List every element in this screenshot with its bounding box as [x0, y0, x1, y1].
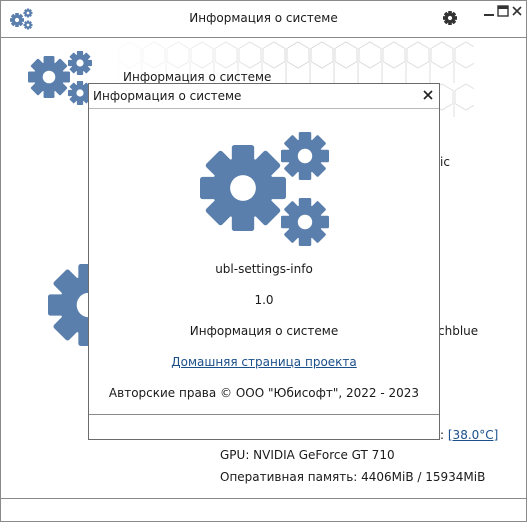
copyright: Авторские права © ООО "Юбисофт", 2022 - …	[108, 386, 420, 400]
dialog-title: Информация о системе	[93, 89, 242, 103]
app-name: ubl-settings-info	[215, 262, 313, 276]
dialog-title-bar: Информация о системе	[89, 84, 439, 109]
maximize-button[interactable]	[497, 5, 509, 17]
about-dialog: Информация о системе ubl-settings-info 1…	[88, 83, 440, 440]
background-gear-icon	[48, 264, 89, 346]
cpu-temp-line: : [38.0°C]	[440, 428, 498, 442]
homepage-link[interactable]: Домашняя страница проекта	[171, 355, 357, 369]
cpu-temperature-link[interactable]: [38.0°C]	[447, 428, 499, 442]
settings-gear-button[interactable]	[442, 10, 458, 26]
gpu-info: GPU: NVIDIA GeForce GT 710	[220, 448, 395, 462]
memory-info: Оперативная память: 4406MiB / 15934MiB	[220, 470, 486, 484]
app-version: 1.0	[254, 293, 274, 307]
app-description: Информация о системе	[189, 324, 339, 338]
homepage-link-row: Домашняя страница проекта	[89, 355, 439, 369]
minimize-button[interactable]	[483, 5, 495, 17]
temp-prefix: :	[440, 428, 445, 442]
close-window-button[interactable]	[511, 5, 523, 17]
dialog-close-button[interactable]	[421, 88, 435, 102]
window-title: Информация о системе	[189, 11, 338, 25]
background-heading: Информация о системе	[123, 70, 272, 84]
title-bar: Информация о системе	[1, 1, 526, 38]
window-controls	[479, 5, 525, 19]
app-logo-gears-icon	[200, 132, 329, 246]
background-theme-fragment: chblue	[438, 324, 479, 338]
dialog-footer	[89, 414, 439, 440]
background-text-fragment: ic	[440, 155, 450, 169]
status-bar	[1, 498, 526, 522]
background-gears-icon	[28, 51, 92, 105]
